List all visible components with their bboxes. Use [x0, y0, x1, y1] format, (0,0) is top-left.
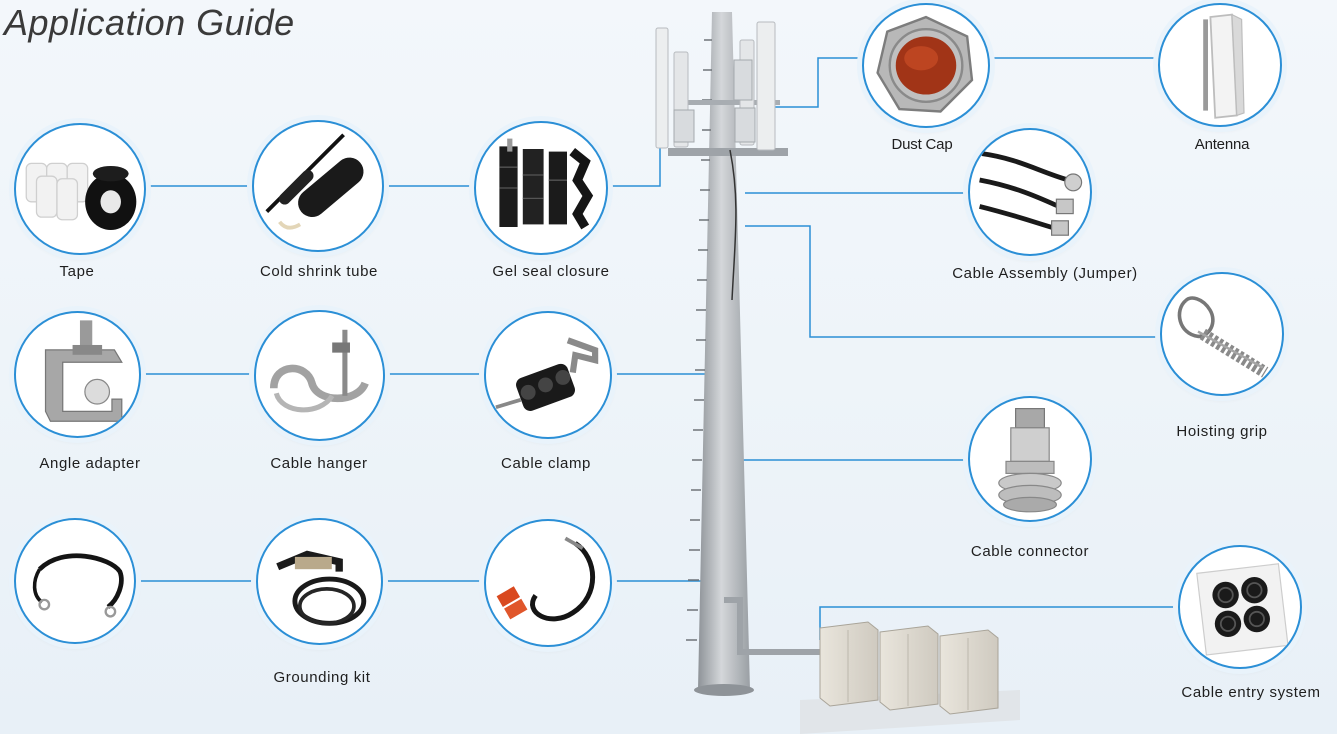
- cable-hanger-circle: [254, 310, 385, 441]
- grounding-lug-cable-icon: [496, 536, 596, 622]
- tape-rolls-icon: [25, 162, 137, 230]
- cable-clamp-circle: [484, 311, 612, 439]
- dust-cap-icon: [876, 15, 974, 113]
- cable-clamp-label: Cable clamp: [501, 455, 591, 472]
- link-tower-dustcap: [775, 57, 862, 108]
- telecom-tower-illustration: [655, 12, 1020, 734]
- angle-adapter-circle: [14, 311, 141, 438]
- link-gel-tower: [608, 130, 661, 187]
- hoisting-grip-icon: [1177, 296, 1269, 378]
- hoisting-grip-label: Hoisting grip: [1176, 423, 1268, 440]
- grounding-kit-circle: [256, 518, 383, 645]
- angle-adapter-icon: [44, 320, 123, 422]
- grounding-cable-icon: [32, 553, 124, 618]
- hoisting-grip-circle: [1160, 272, 1284, 396]
- tape-circle: [14, 123, 146, 255]
- gel-seal-closure-circle: [474, 121, 608, 255]
- rf-connector-icon: [998, 408, 1062, 513]
- grounding-cable-circle-1: [14, 518, 136, 644]
- jumper-cable-icon: [979, 151, 1083, 236]
- antenna-label: Antenna: [1194, 136, 1250, 153]
- tape-label: Tape: [59, 263, 95, 280]
- cable-clamp-icon: [495, 337, 599, 411]
- grounding-kit-label: Grounding kit: [273, 669, 371, 686]
- cold-shrink-tube-label: Cold shrink tube: [260, 263, 378, 280]
- page-title: Application Guide: [4, 2, 295, 43]
- cable-assembly-circle: [968, 128, 1092, 256]
- angle-adapter-label: Angle adapter: [39, 455, 141, 472]
- gel-seal-closure-icon: [499, 138, 594, 230]
- cable-connector-label: Cable connector: [970, 543, 1090, 560]
- dust-cap-label: Dust Cap: [891, 136, 953, 153]
- gel-seal-closure-label: Gel seal closure: [492, 263, 610, 280]
- cable-entry-system-circle: [1178, 545, 1302, 669]
- panel-antenna-icon: [1203, 13, 1245, 119]
- cable-hanger-icon: [269, 329, 369, 413]
- cable-connector-circle: [968, 396, 1092, 522]
- cold-shrink-tube-circle: [252, 120, 384, 252]
- link-tower-grip: [745, 225, 1160, 338]
- dust-cap-circle: [862, 3, 990, 128]
- cable-hanger-label: Cable hanger: [270, 455, 368, 472]
- cable-assembly-label: Cable Assembly (Jumper): [952, 265, 1138, 282]
- cable-entry-plate-icon: [1196, 563, 1289, 656]
- cold-shrink-tube-icon: [265, 133, 364, 230]
- grounding-cable-circle-3: [484, 519, 612, 647]
- grounding-kit-icon: [276, 550, 367, 626]
- antenna-circle: [1158, 3, 1282, 127]
- cable-entry-system-label: Cable entry system: [1181, 684, 1321, 701]
